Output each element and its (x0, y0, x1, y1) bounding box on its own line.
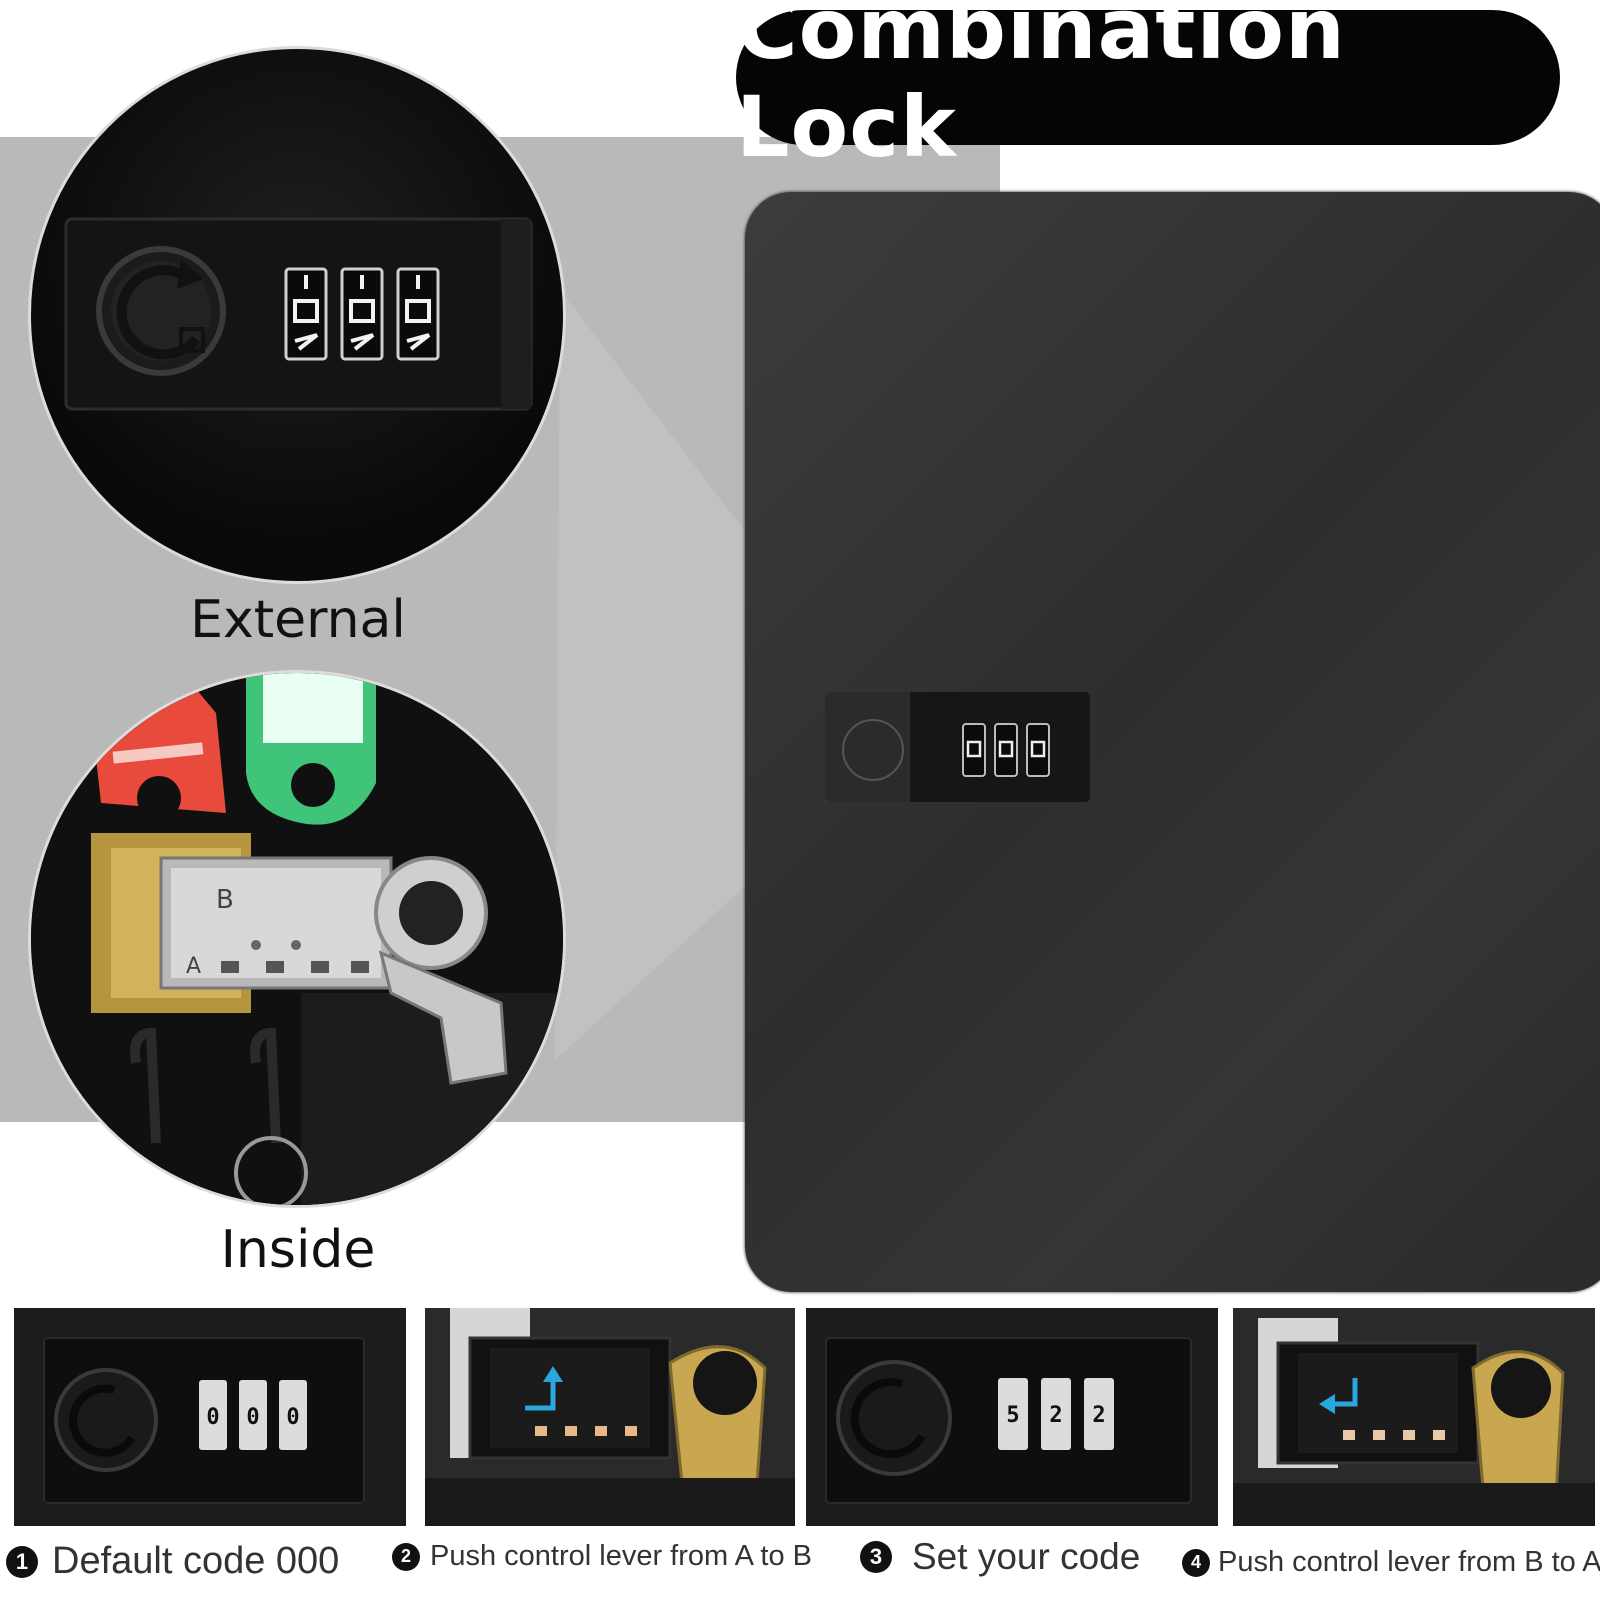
lever-b-label: B (216, 885, 234, 915)
step-3-number: 3 (860, 1541, 892, 1573)
page-title: Combination Lock (736, 0, 1346, 176)
step-1-digit-1: 0 (206, 1405, 219, 1430)
box-lock-panel (825, 692, 1090, 802)
title-banner: Combination Lock (736, 0, 1560, 176)
external-caption: External (190, 590, 406, 650)
key-box (745, 192, 1600, 1292)
step-1-text: Default code 000 (52, 1540, 340, 1582)
step-1-caption: 1 Default code 000 (6, 1540, 339, 1583)
step-2-number: 2 (392, 1542, 420, 1571)
step-4-text: Push control lever from B to A (1218, 1546, 1600, 1578)
step-3-digit-3: 2 (1092, 1403, 1105, 1428)
lever-a-label: A (186, 954, 201, 979)
step-4-number: 4 (1182, 1548, 1210, 1577)
step-3-digit-2: 2 (1049, 1403, 1062, 1428)
step-4-caption: 4 Push control lever from B to A (1182, 1546, 1600, 1579)
step-3-caption: 3 Set your code (860, 1536, 1140, 1578)
step-2-text: Push control lever from A to B (430, 1540, 813, 1572)
step-1-digit-2: 0 (246, 1405, 259, 1430)
inside-caption: Inside (220, 1220, 376, 1280)
step-3-panel: 5 2 2 (806, 1308, 1218, 1526)
inside-lock-closeup: B A (28, 670, 566, 1208)
step-1-panel: 0 0 0 (14, 1308, 406, 1526)
step-3-text: Set your code (912, 1536, 1141, 1577)
step-2-panel (425, 1308, 795, 1526)
step-3-digit-1: 5 (1006, 1403, 1019, 1428)
step-4-panel (1233, 1308, 1595, 1526)
step-1-digit-3: 0 (286, 1405, 299, 1430)
step-2-caption: 2 Push control lever from A to B (392, 1540, 812, 1573)
external-lock-closeup (28, 46, 566, 584)
step-1-number: 1 (6, 1545, 38, 1578)
